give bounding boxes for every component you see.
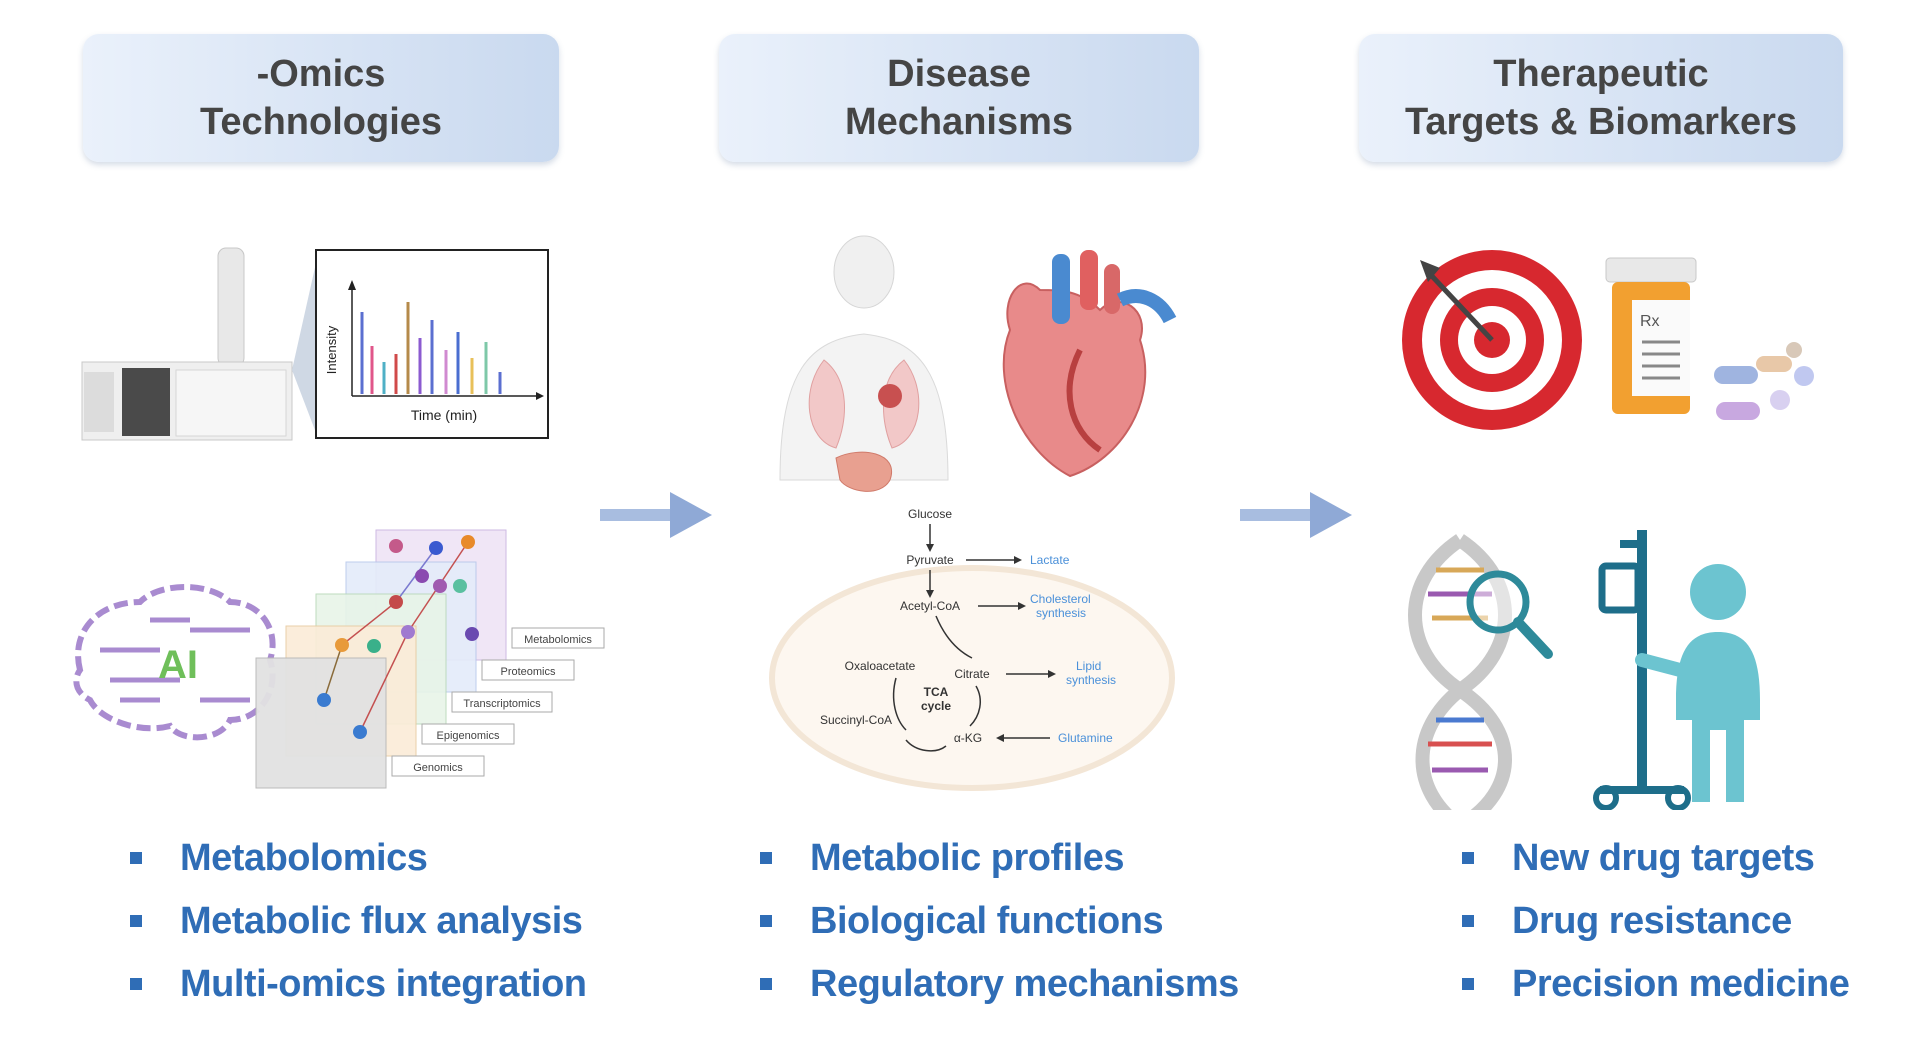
magnifier-icon: [1466, 570, 1553, 659]
patient-iv-icon: [1593, 530, 1760, 810]
lipid-label: Lipid: [1076, 659, 1101, 673]
spectrum-ylabel: Intensity: [324, 325, 339, 374]
glutamine-label: Glutamine: [1058, 731, 1113, 745]
header-line: Mechanisms: [844, 101, 1074, 143]
pills-icon: [1714, 342, 1814, 420]
therapeutic-bullet-list: New drug targets Drug resistance Precisi…: [1462, 836, 1850, 1025]
ai-label: AI: [158, 643, 198, 687]
lactate-label: Lactate: [1030, 553, 1070, 567]
heart-icon: [1002, 250, 1177, 478]
target-icon: [1402, 250, 1582, 430]
omics-layer-labels: Metabolomics Proteomics Transcriptomics …: [391, 627, 605, 777]
list-item: New drug targets: [1462, 836, 1849, 899]
glucose-label: Glucose: [908, 507, 952, 521]
disease-illustration: Glucose Pyruvate Lactate Acetyl-CoA Chol…: [769, 235, 1177, 791]
pyruvate-label: Pyruvate: [906, 553, 954, 567]
ai-brain-icon: AI: [73, 584, 276, 741]
list-item: Regulatory mechanisms: [760, 962, 1239, 1025]
list-item: Multi-omics integration: [130, 962, 587, 1025]
akg-label: α-KG: [954, 731, 982, 745]
layer-label-metabolomics: Metabolomics: [524, 634, 592, 646]
spectrum-chart: Intensity Time (min): [315, 249, 549, 439]
mitochondrion-icon: [769, 565, 1175, 791]
header-line: Targets & Biomarkers: [1404, 101, 1798, 143]
zoom-wedge: [292, 254, 318, 438]
multi-omics-grid: [255, 529, 507, 789]
list-item: Metabolomics: [130, 836, 587, 899]
list-item: Drug resistance: [1462, 899, 1849, 962]
mass-spectrometer-icon: [81, 247, 293, 441]
header-line: Disease: [887, 53, 1031, 95]
layer-label-genomics: Genomics: [413, 762, 463, 774]
header-line: Technologies: [199, 101, 443, 143]
list-item: Metabolic flux analysis: [130, 899, 587, 962]
spectrum-xlabel: Time (min): [411, 407, 477, 423]
tca-cycle-label: cycle: [921, 699, 951, 713]
omics-bullet-list: Metabolomics Metabolic flux analysis Mul…: [130, 836, 587, 1025]
human-body-icon: [779, 235, 949, 492]
oxaloacetate-label: Oxaloacetate: [845, 659, 916, 673]
arrow-right-icon: [600, 492, 712, 538]
list-item: Precision medicine: [1462, 962, 1850, 1025]
disease-bullet-list: Metabolic profiles Biological functions …: [760, 836, 1239, 1025]
tca-label: TCA: [924, 685, 949, 699]
acetyl-coa-label: Acetyl-CoA: [900, 599, 960, 613]
cholesterol-synthesis-label: synthesis: [1036, 606, 1086, 620]
layer-label-epigenomics: Epigenomics: [437, 730, 500, 742]
cholesterol-label: Cholesterol: [1030, 592, 1091, 606]
metabolic-pathway: Glucose Pyruvate Lactate Acetyl-CoA Chol…: [820, 507, 1116, 752]
citrate-label: Citrate: [954, 667, 990, 681]
omics-illustration: Intensity Time (min) AI Metabol: [73, 247, 605, 789]
list-item: Metabolic profiles: [760, 836, 1239, 899]
therapeutic-illustration: Rx: [1402, 250, 1814, 810]
header-line: Therapeutic: [1493, 53, 1709, 95]
list-item: Biological functions: [760, 899, 1239, 962]
header-line: -Omics: [256, 53, 386, 95]
pill-bottle-icon: Rx: [1605, 257, 1697, 414]
layer-label-proteomics: Proteomics: [500, 666, 556, 678]
arrow-right-icon: [1240, 492, 1352, 538]
rx-label: Rx: [1640, 313, 1660, 330]
succinyl-coa-label: Succinyl-CoA: [820, 713, 892, 727]
lipid-synthesis-label: synthesis: [1066, 673, 1116, 687]
layer-label-transcriptomics: Transcriptomics: [463, 698, 541, 710]
